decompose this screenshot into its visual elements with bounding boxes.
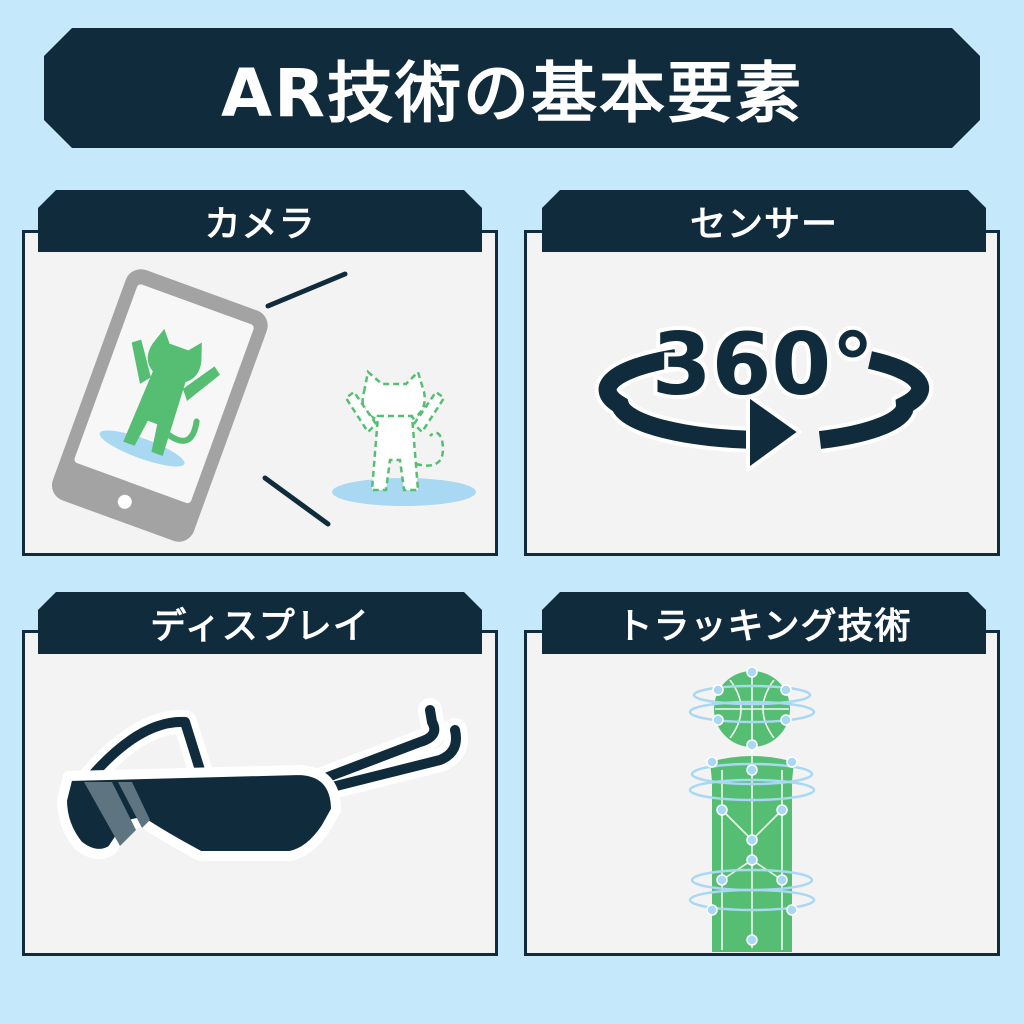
smartphone-camera-icon: [51, 269, 268, 542]
tab-display: ディスプレイ: [38, 592, 482, 654]
tab-display-label: ディスプレイ: [150, 606, 370, 647]
camera-view-lines: [262, 271, 348, 527]
title-banner: AR技術の基本要素: [44, 28, 980, 148]
tab-camera: カメラ: [38, 190, 482, 252]
tab-camera-label: カメラ: [204, 204, 316, 245]
ar-glasses-icon: [57, 698, 468, 861]
tab-tracking: トラッキング技術: [542, 592, 986, 654]
virtual-cat-icon: [332, 369, 476, 506]
rotation-360-icon: 360°: [594, 311, 934, 472]
tab-tracking-label: トラッキング技術: [616, 606, 912, 647]
sensor-360-text: 360°: [652, 315, 875, 415]
page-title: AR技術の基本要素: [221, 55, 803, 132]
tab-sensor-label: センサー: [689, 204, 838, 245]
tab-sensor: センサー: [542, 190, 986, 252]
body-tracking-icon: [688, 666, 816, 952]
